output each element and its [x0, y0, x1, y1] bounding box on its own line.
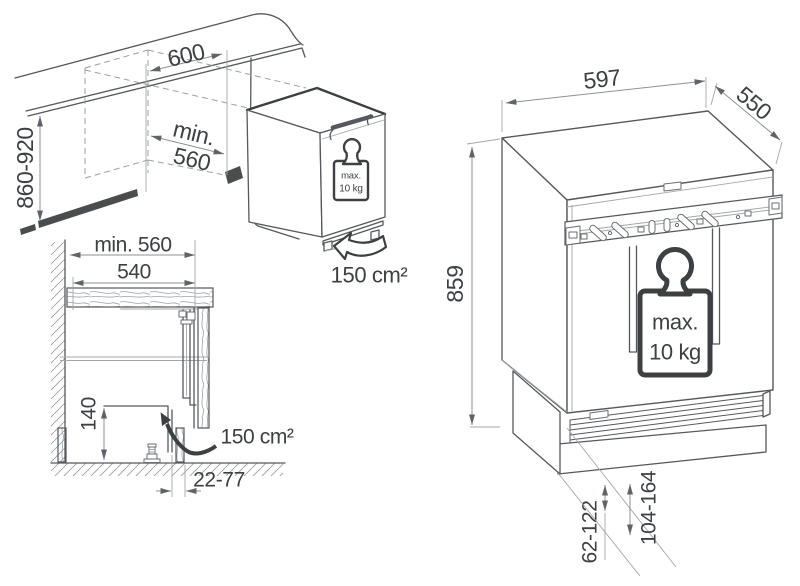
dim-label-860-920: 860-920: [12, 127, 38, 209]
worktop-section: [66, 287, 214, 308]
vent-area-label-perspective: 150 cm²: [331, 263, 408, 288]
dim-62-122: 62-122: [566, 427, 677, 568]
dim-859: 859: [442, 138, 501, 428]
dim-label-859: 859: [442, 265, 468, 302]
adjustable-foot: [143, 443, 161, 463]
weight-max-label-small: max.: [341, 171, 361, 182]
base-left-face: [512, 370, 561, 475]
appliance-back-section: [120, 307, 210, 429]
niche-perspective-view: 600 min. 560 860-920 max. 10: [12, 13, 408, 288]
air-duct: [103, 405, 173, 453]
weight-value-large: 10 kg: [649, 340, 701, 365]
floor-hatching: [51, 463, 283, 476]
wall-batten: [57, 427, 67, 463]
weight-icon-small: max. 10 kg: [332, 138, 370, 202]
dim-min-560: min. 560: [150, 115, 225, 176]
dim-22-77: 22-77: [156, 455, 245, 497]
weight-max-label-large: max.: [652, 310, 698, 335]
dim-140: 140: [78, 397, 107, 460]
wall-hatching: [51, 242, 65, 463]
dim-540: 540: [72, 261, 195, 310]
door-handle: [329, 113, 374, 141]
airflow-arrow-icon: [332, 231, 388, 261]
dim-label-104-164: 104-164: [638, 470, 661, 545]
top-trim-clip: [663, 181, 682, 192]
floor-edge: [20, 166, 243, 235]
dim-label-540: 540: [117, 261, 151, 284]
rail-slots: [580, 210, 752, 242]
mounting-rail-strip: [564, 194, 783, 246]
weight-icon-large: max. 10 kg: [637, 246, 713, 378]
vent-grille: [569, 390, 771, 443]
dim-label-550: 550: [731, 81, 776, 125]
section-view: min. 560 540: [50, 234, 294, 497]
dim-label-597: 597: [582, 64, 622, 94]
appliance-small: max. 10 kg 150 cm²: [245, 86, 408, 288]
airflow-arrow-section: [160, 412, 218, 456]
door-mounting-rails: [628, 227, 721, 353]
dim-597: 597: [501, 64, 707, 132]
dim-label-min560-section: min. 560: [94, 234, 171, 257]
vent-area-label-section: 150 cm²: [220, 426, 293, 449]
dim-label-140: 140: [78, 397, 101, 431]
dim-104-164: 104-164: [557, 470, 661, 577]
dim-label-62-122: 62-122: [579, 501, 602, 564]
appliance-top-line: [60, 356, 207, 361]
weight-value-small: 10 kg: [339, 184, 362, 195]
dim-label-22-77: 22-77: [193, 469, 245, 492]
appliance-front-view: max. 10 kg 597 550 859 62-: [442, 64, 783, 577]
dim-label-600: 600: [165, 38, 207, 72]
furniture-panel: [197, 307, 210, 429]
dim-min-560-section: min. 560: [70, 234, 196, 312]
dim-860-920: 860-920: [12, 116, 43, 221]
